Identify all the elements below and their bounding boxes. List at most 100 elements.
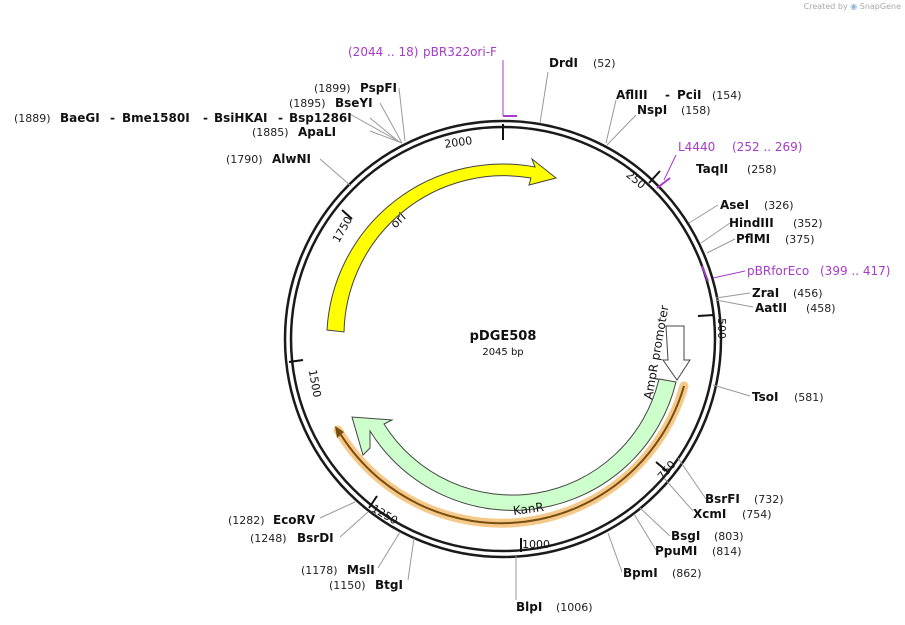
snapgene-logo-icon: ◉: [850, 2, 858, 11]
site-pflmi[interactable]: PflMI (375): [736, 232, 815, 246]
primer-pbr322ori-f[interactable]: [502, 60, 517, 117]
svg-text:(375): (375): [785, 233, 815, 246]
svg-text:(1895): (1895): [289, 97, 326, 110]
site-tsoi[interactable]: TsoI (581): [752, 390, 824, 404]
kanr-feature[interactable]: [351, 378, 677, 511]
tick-label-1500: 1500: [306, 369, 324, 399]
site-leaders: [319, 71, 754, 600]
primer-l4440[interactable]: [656, 154, 677, 189]
primer-pbrforeco-name: pBRforEco: [747, 264, 809, 278]
svg-text:(1282): (1282): [228, 514, 265, 527]
svg-text:-: -: [110, 111, 115, 125]
site-bseyi[interactable]: (1895) BseYI: [289, 96, 373, 110]
svg-text:TaqII: TaqII: [696, 162, 728, 176]
svg-text:EcoRV: EcoRV: [273, 513, 316, 527]
svg-text:(581): (581): [794, 391, 824, 404]
svg-text:Bsp1286I: Bsp1286I: [289, 111, 352, 125]
svg-text:AseI: AseI: [720, 198, 749, 212]
tick-label-500: 500: [715, 318, 728, 339]
site-drdi[interactable]: DrdI (52): [549, 56, 616, 70]
svg-text:DrdI: DrdI: [549, 56, 578, 70]
tick-label-2000: 2000: [444, 134, 474, 151]
svg-text:AflIII: AflIII: [616, 88, 648, 102]
site-bpmi[interactable]: BpmI (862): [623, 566, 702, 580]
site-alwni[interactable]: (1790) AlwNI: [226, 152, 311, 166]
svg-text:BseYI: BseYI: [335, 96, 373, 110]
svg-text:(352): (352): [793, 217, 823, 230]
svg-text:PflMI: PflMI: [736, 232, 770, 246]
primer-pbrforeco[interactable]: [701, 265, 746, 282]
site-taqii[interactable]: TaqII (258): [696, 162, 777, 176]
plasmid-length: 2045 bp: [482, 347, 523, 358]
svg-text:BtgI: BtgI: [375, 578, 403, 592]
svg-text:-: -: [203, 111, 208, 125]
svg-text:(814): (814): [712, 545, 742, 558]
svg-text:BsrDI: BsrDI: [297, 531, 334, 545]
svg-text:MslI: MslI: [347, 563, 375, 577]
svg-text:(1885): (1885): [252, 126, 289, 139]
site-nspi[interactable]: NspI (158): [637, 103, 711, 117]
site-bsrdi[interactable]: (1248) BsrDI: [250, 531, 334, 545]
svg-text:ZraI: ZraI: [752, 286, 779, 300]
svg-text:XcmI: XcmI: [693, 507, 726, 521]
site-hindiii[interactable]: HindIII (352): [729, 216, 823, 230]
site-ppumi[interactable]: PpuMI (814): [655, 544, 742, 558]
svg-text:TsoI: TsoI: [752, 390, 778, 404]
svg-text:AlwNI: AlwNI: [272, 152, 311, 166]
svg-text:(1006): (1006): [556, 601, 593, 614]
svg-text:(1889): (1889): [14, 112, 51, 125]
svg-text:HindIII: HindIII: [729, 216, 774, 230]
site-zrai[interactable]: ZraI (456): [752, 286, 823, 300]
svg-text:PpuMI: PpuMI: [655, 544, 697, 558]
kanr-label: KanR: [512, 500, 545, 518]
site-msli[interactable]: (1178) MslI: [301, 563, 375, 577]
svg-text:-: -: [278, 111, 283, 125]
tick-marks: [288, 124, 715, 552]
site-bsgi[interactable]: BsgI (803): [671, 529, 744, 543]
site-pspfi[interactable]: (1899) PspFI: [314, 81, 397, 95]
site-bsrfi[interactable]: BsrFI (732): [705, 492, 784, 506]
svg-text:(1178): (1178): [301, 564, 338, 577]
plasmid-name: pDGE508: [470, 329, 537, 344]
svg-text:(862): (862): [672, 567, 702, 580]
svg-text:Bme1580I: Bme1580I: [122, 111, 190, 125]
primer-l4440-name: L4440: [678, 140, 715, 154]
site-aatii[interactable]: AatII (458): [755, 301, 836, 315]
watermark: Created by ◉ SnapGene: [804, 2, 901, 11]
svg-text:NspI: NspI: [637, 103, 667, 117]
svg-text:BsrFI: BsrFI: [705, 492, 740, 506]
svg-text:BsgI: BsgI: [671, 529, 700, 543]
primer-pbrforeco-range: (399 .. 417): [820, 264, 890, 278]
svg-text:(754): (754): [742, 508, 772, 521]
svg-text:BaeGI: BaeGI: [60, 111, 100, 125]
site-xcmi[interactable]: XcmI (754): [693, 507, 772, 521]
watermark-brand: SnapGene: [859, 2, 901, 11]
primer-l4440-range: (252 .. 269): [732, 140, 802, 154]
svg-text:-: -: [665, 88, 670, 102]
svg-text:(154): (154): [712, 89, 742, 102]
ori-feature[interactable]: [326, 157, 558, 333]
ampr-promoter-feature[interactable]: [662, 325, 691, 381]
svg-text:PspFI: PspFI: [360, 81, 397, 95]
site-apali[interactable]: (1885) ApaLI: [252, 125, 336, 139]
svg-text:ApaLI: ApaLI: [298, 125, 336, 139]
svg-text:PciI: PciI: [677, 88, 702, 102]
svg-text:(258): (258): [747, 163, 777, 176]
svg-text:AatII: AatII: [755, 301, 787, 315]
tick-label-1000: 1000: [522, 538, 550, 551]
site-afliii-pcii[interactable]: AflIII - PciI (154): [616, 88, 742, 102]
primer-pbr322ori-name: pBR322ori-F: [423, 45, 497, 59]
svg-text:(803): (803): [714, 530, 744, 543]
site-baegi-group[interactable]: (1889) BaeGI - Bme1580I - BsiHKAI - Bsp1…: [14, 111, 352, 125]
kanr-highlight: [333, 381, 689, 528]
site-asei[interactable]: AseI (326): [720, 198, 794, 212]
site-btgi[interactable]: (1150) BtgI: [329, 578, 403, 592]
svg-text:(458): (458): [806, 302, 836, 315]
svg-text:(1790): (1790): [226, 153, 263, 166]
watermark-prefix: Created by: [803, 2, 848, 11]
tick-label-1750: 1750: [330, 214, 355, 245]
site-blpi[interactable]: BlpI (1006): [516, 600, 593, 614]
svg-text:BpmI: BpmI: [623, 566, 658, 580]
site-ecorv[interactable]: (1282) EcoRV: [228, 513, 316, 527]
